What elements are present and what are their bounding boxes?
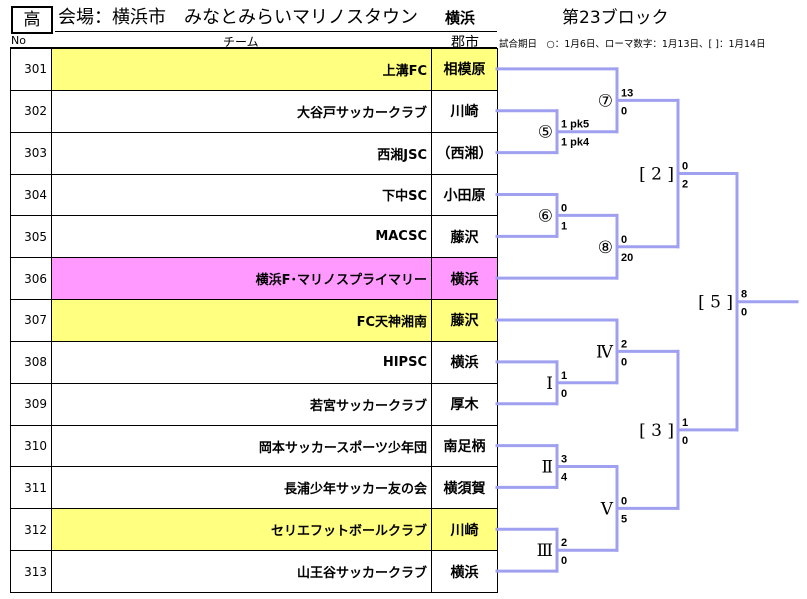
- team-name: MACSC: [51, 215, 432, 259]
- team-name: 上溝FC: [51, 48, 432, 91]
- team-number: 308: [10, 340, 52, 384]
- match-label: [ 5 ]: [698, 293, 733, 313]
- score-bottom: 0: [621, 356, 627, 368]
- match-label: ⑦: [598, 91, 613, 111]
- score-top: 13: [621, 87, 633, 99]
- score-bottom: 0: [741, 307, 747, 319]
- team-name: 若宮サッカークラブ: [51, 382, 432, 426]
- score-bottom: 0: [682, 435, 688, 447]
- schedule-note: 試合期日 ○：1月6日、ローマ数字：1月13日、[ ]：1月14日: [499, 39, 766, 50]
- score-bottom: 1 pk4: [561, 137, 590, 149]
- score-bottom: 5: [621, 513, 627, 525]
- team-city: 横浜: [431, 257, 498, 301]
- score-top: 0: [682, 161, 688, 173]
- team-name: 西湘JSC: [51, 131, 432, 175]
- title-underline: [55, 31, 497, 32]
- team-city: 藤沢: [431, 299, 498, 342]
- team-number: 312: [10, 508, 52, 552]
- team-name: 山王谷サッカークラブ: [51, 550, 432, 593]
- score-top: 1: [682, 417, 688, 429]
- score-top: 2: [621, 338, 627, 350]
- score-top: 2: [561, 537, 567, 549]
- score-bottom: 2: [682, 179, 688, 191]
- team-name: HIPSC: [51, 340, 432, 384]
- column-header-team: チーム: [223, 35, 259, 49]
- team-number: 306: [10, 257, 52, 301]
- score-top: 3: [561, 454, 567, 466]
- team-name: 長浦少年サッカー友の会: [51, 466, 432, 510]
- team-city: 横浜: [431, 550, 498, 593]
- match-label: Ⅴ: [600, 499, 614, 519]
- team-name: 岡本サッカースポーツ少年団: [51, 424, 432, 468]
- match-label: Ⅰ: [546, 374, 553, 394]
- team-city: （西湘）: [431, 131, 498, 175]
- match-label: ⑧: [598, 238, 613, 258]
- team-number: 310: [10, 424, 52, 468]
- team-number: 303: [10, 131, 52, 175]
- match-label: Ⅳ: [596, 342, 614, 362]
- header-rule: [10, 47, 497, 48]
- match-label: ⑤: [538, 123, 553, 143]
- team-number: 313: [10, 550, 52, 593]
- score-top: 0: [561, 202, 567, 214]
- team-name: FC天神湘南: [51, 299, 432, 342]
- score-bottom: 0: [621, 105, 627, 117]
- team-name: セリエフットボールクラブ: [51, 508, 432, 552]
- team-name: 下中SC: [51, 173, 432, 217]
- match-label: Ⅲ: [537, 541, 553, 561]
- team-city: 小田原: [431, 173, 498, 217]
- score-top: 0: [621, 495, 627, 507]
- team-number: 311: [10, 466, 52, 510]
- score-bottom: 20: [621, 252, 633, 264]
- block-title: 第23ブロック: [562, 8, 669, 28]
- score-top: 0: [621, 234, 627, 246]
- team-city: 南足柄: [431, 424, 498, 468]
- team-number: 309: [10, 382, 52, 426]
- score-top: 1: [561, 370, 567, 382]
- venue-city: 横浜: [445, 9, 476, 27]
- team-city: 川崎: [431, 508, 498, 552]
- score-bottom: 0: [561, 388, 567, 400]
- match-label: [ 2 ]: [639, 165, 674, 185]
- team-number: 305: [10, 215, 52, 259]
- match-label: Ⅱ: [541, 458, 553, 478]
- column-header-no: No: [11, 34, 26, 47]
- team-city: 相模原: [431, 48, 498, 91]
- score-top: 1 pk5: [561, 119, 589, 131]
- score-bottom: 4: [561, 472, 568, 484]
- venue-title: 会場：横浜市 みなとみらいマリノスタウン: [58, 7, 418, 28]
- team-city: 厚木: [431, 382, 498, 426]
- grade-badge: 高: [11, 6, 53, 34]
- score-top: 8: [741, 289, 747, 301]
- score-bottom: 0: [561, 555, 567, 567]
- match-label: ⑥: [538, 206, 553, 226]
- score-bottom: 1: [561, 220, 567, 232]
- match-label: [ 3 ]: [639, 421, 674, 441]
